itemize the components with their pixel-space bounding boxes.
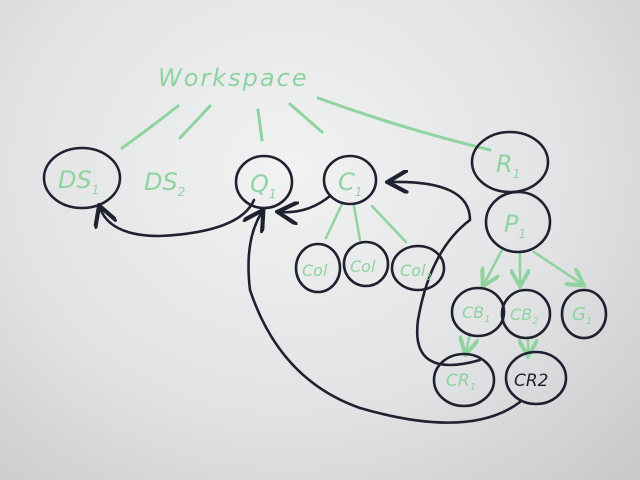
r1-label: R (496, 150, 513, 178)
col3-sub: 3 (425, 272, 431, 283)
svg-text:C1: C1 (338, 168, 362, 199)
p1-node (484, 190, 552, 254)
c1-sub: 1 (355, 185, 363, 199)
cb1-sub: 1 (484, 314, 490, 325)
col2-label: Col (350, 257, 376, 276)
cb2-label: CB (510, 305, 532, 324)
g1-node (560, 288, 608, 340)
svg-text:Q1: Q1 (250, 170, 277, 201)
workspace-title: Workspace (158, 64, 309, 92)
svg-text:Col3: Col3 (400, 261, 432, 283)
cr2-label: CR2 (514, 371, 549, 391)
cr1-node (432, 352, 496, 408)
col3-label: Col (400, 261, 426, 280)
ds2-label: DS (144, 168, 178, 196)
c1-column-branches (324, 202, 408, 244)
node-labels: DS1 DS2 Q1 C1 R1 P1 Col Col Col3 CB1 CB2… (58, 150, 592, 393)
p1-label: P (504, 210, 519, 238)
svg-text:R1: R1 (496, 150, 520, 181)
node-circles (42, 130, 608, 408)
col3-node (390, 244, 446, 292)
c1-node (322, 154, 378, 206)
ds1-label: DS (58, 166, 92, 194)
col1-node (294, 242, 342, 294)
cr2-node (504, 350, 568, 406)
q1-node (234, 154, 294, 210)
svg-text:P1: P1 (504, 210, 526, 241)
ds1-sub: 1 (92, 183, 100, 197)
svg-text:CR2: CR2 (514, 371, 549, 391)
svg-text:CB1: CB1 (462, 303, 491, 325)
svg-text:CR1: CR1 (446, 371, 476, 393)
svg-text:G1: G1 (572, 304, 592, 327)
svg-text:Col: Col (302, 261, 328, 280)
svg-text:Col: Col (350, 257, 376, 276)
cb2-node (500, 288, 552, 340)
ds2-sub: 2 (178, 185, 186, 199)
cb1-node (450, 286, 506, 338)
cb1-label: CB (462, 303, 484, 322)
svg-text:CB2: CB2 (510, 305, 539, 327)
svg-text:DS2: DS2 (144, 168, 185, 199)
p1-sub: 1 (518, 227, 526, 241)
g1-label: G (572, 304, 586, 325)
q1-label: Q (250, 170, 269, 198)
black-arrows (100, 182, 522, 424)
cr1-sub: 1 (470, 382, 476, 393)
svg-text:DS1: DS1 (58, 166, 99, 197)
c1-label: C (338, 168, 355, 196)
p1-arrows (466, 248, 582, 354)
cr1-label: CR (446, 371, 470, 391)
q1-sub: 1 (269, 187, 277, 201)
ds1-node (42, 146, 122, 210)
g1-sub: 1 (586, 316, 592, 327)
workspace-branches (120, 96, 492, 152)
col1-label: Col (302, 261, 328, 280)
r1-sub: 1 (513, 167, 521, 181)
col2-node (342, 240, 390, 288)
cb2-sub: 2 (532, 316, 538, 327)
